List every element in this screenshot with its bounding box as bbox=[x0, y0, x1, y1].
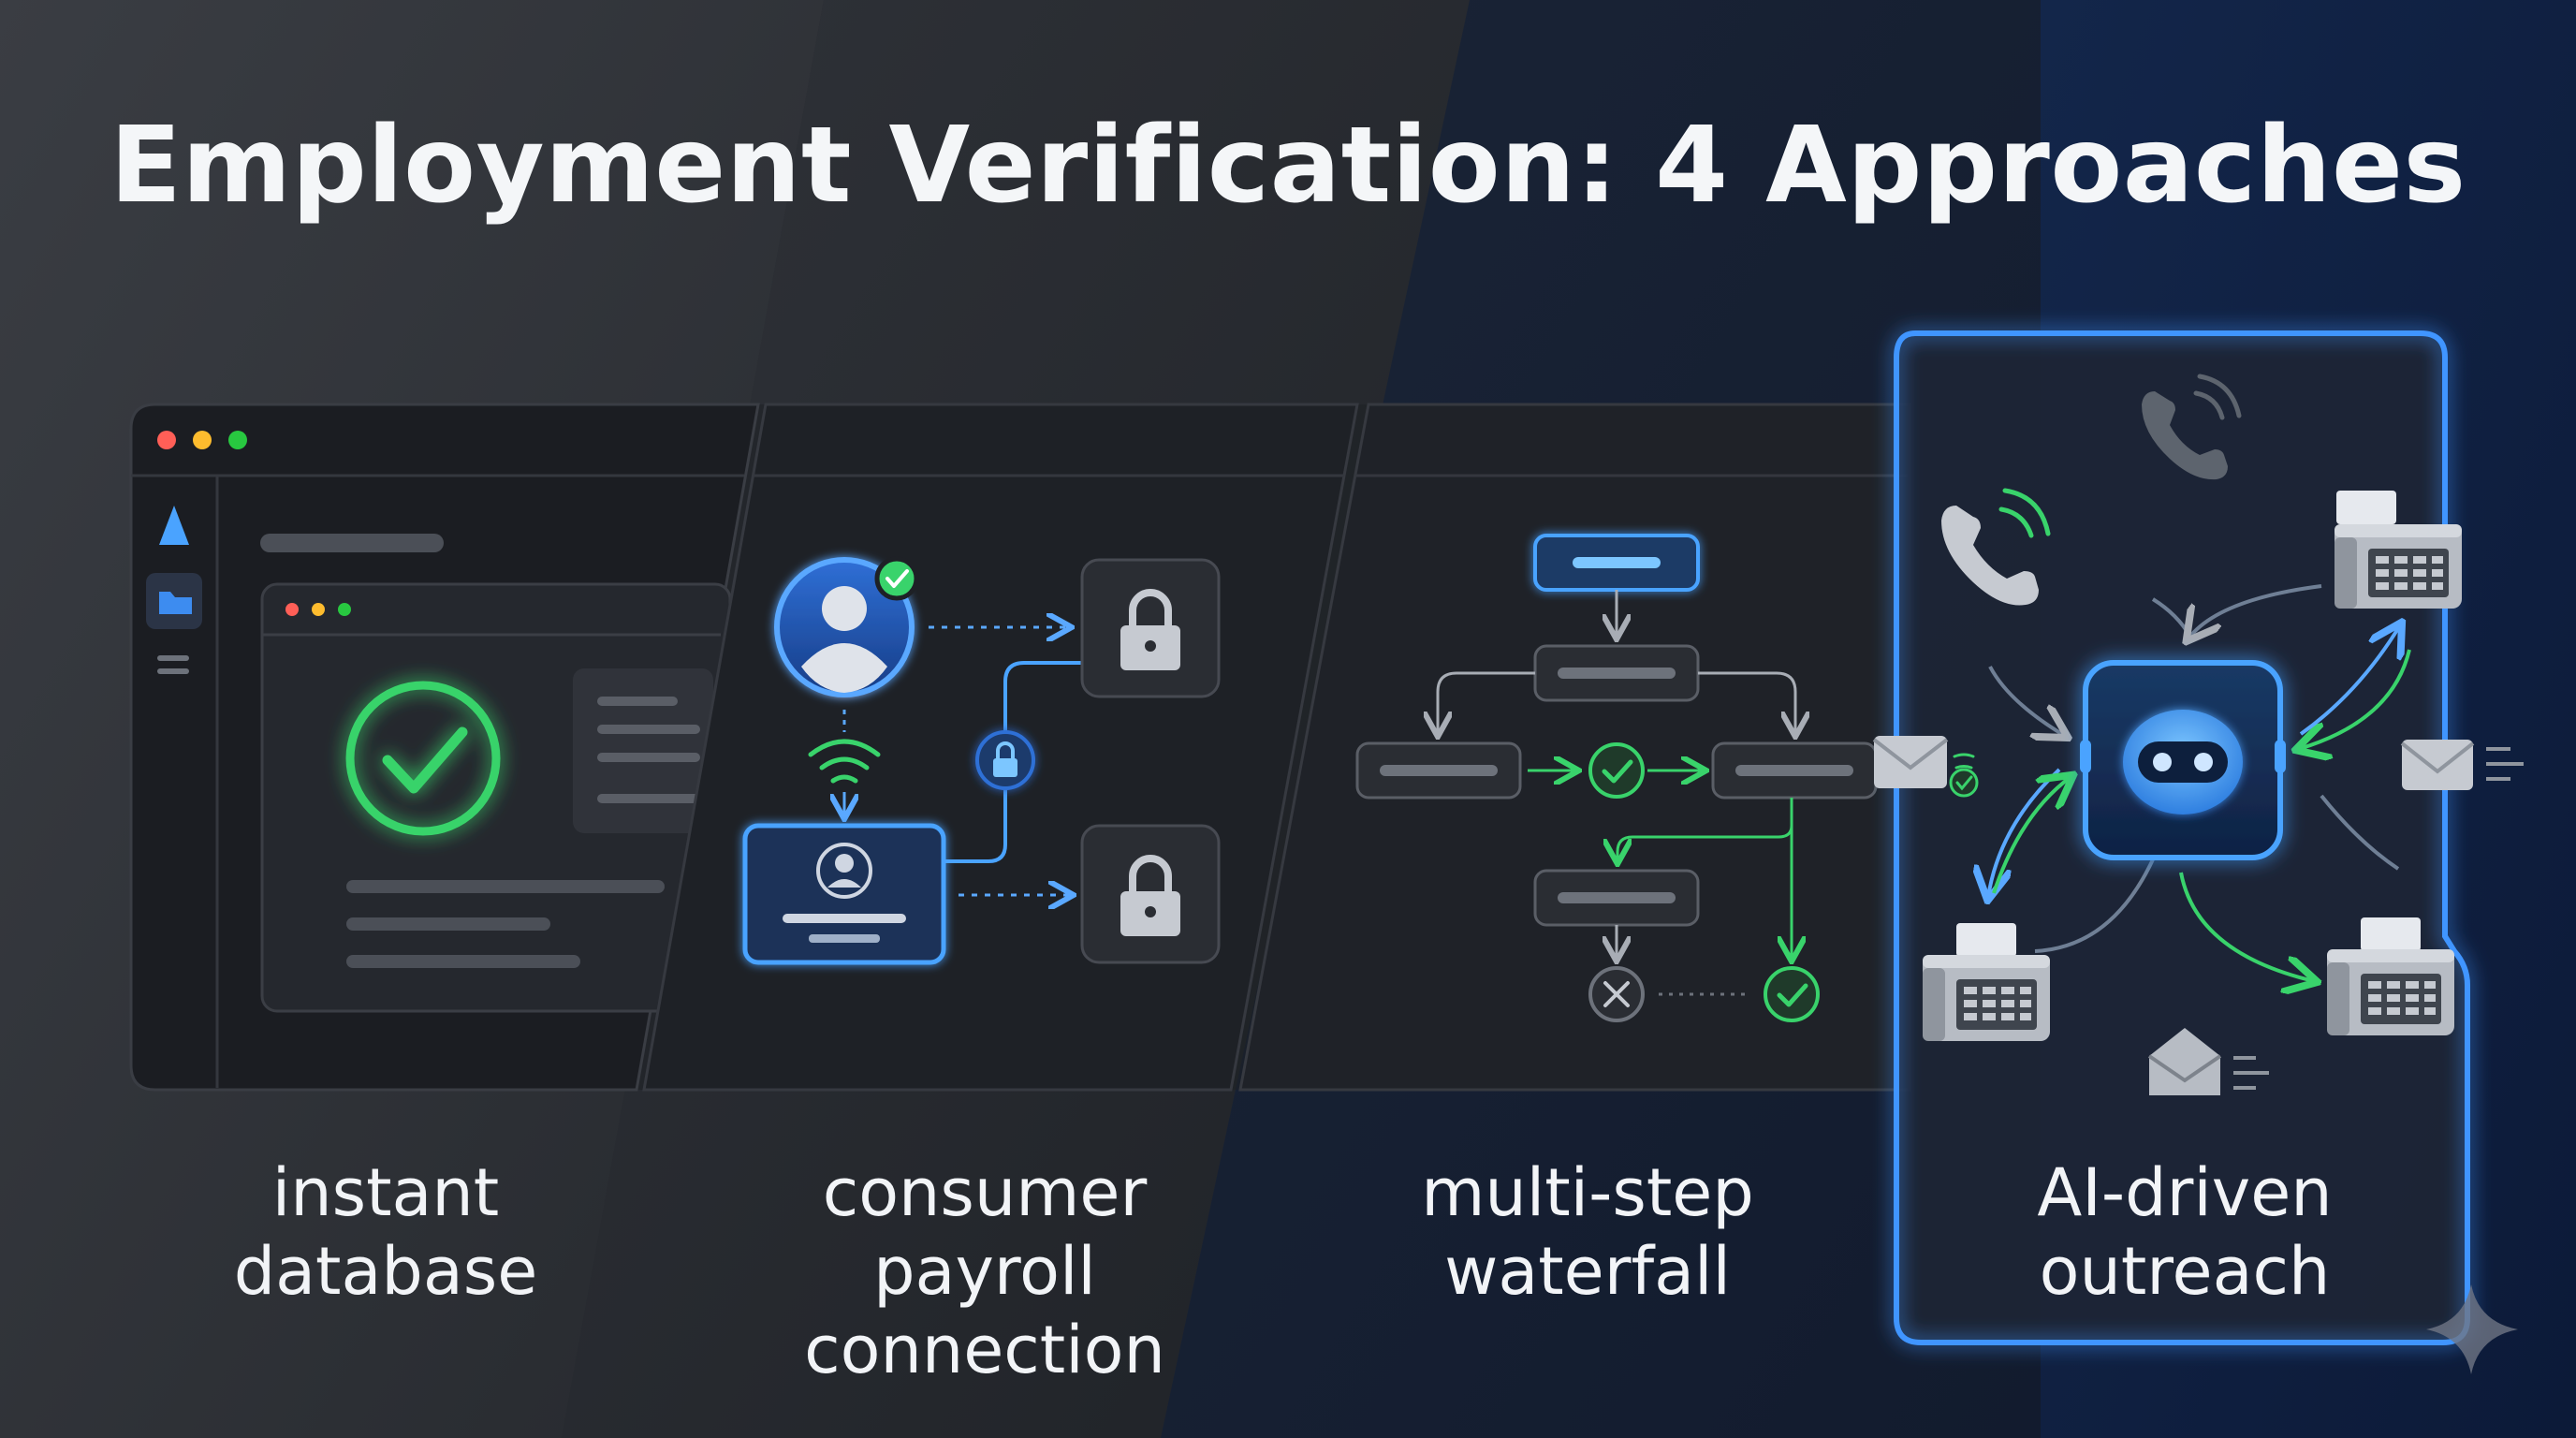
wireless-signal-icon bbox=[808, 739, 881, 784]
caption-consumer-payroll: consumer payroll connection bbox=[723, 1153, 1247, 1389]
window-close-dot bbox=[157, 431, 176, 449]
fax-machine-icon-bottom-left bbox=[1923, 923, 2050, 1041]
email-icon-right bbox=[2400, 740, 2524, 790]
secure-link-lock-icon bbox=[975, 730, 1035, 790]
user-avatar-icon bbox=[774, 557, 915, 697]
locked-payroll-a-icon bbox=[1080, 558, 1221, 698]
panel-multi-step-waterfall bbox=[1238, 403, 1911, 1092]
fax-machine-icon-top-right bbox=[2334, 491, 2462, 609]
email-verification-icon bbox=[1872, 736, 1979, 798]
verified-check-icon bbox=[874, 556, 919, 601]
page-title: Employment Verification: 4 Approaches bbox=[110, 105, 2466, 227]
phone-call-icon-left bbox=[1941, 488, 2051, 606]
caption-line-2: connection bbox=[804, 1312, 1165, 1388]
employee-id-card-icon bbox=[742, 823, 946, 965]
caption-line-2: outreach bbox=[2039, 1233, 2331, 1310]
email-open-icon-bottom bbox=[2147, 1028, 2269, 1095]
caption-line-1: multi-step bbox=[1421, 1154, 1754, 1231]
panel-instant-database bbox=[129, 403, 760, 1092]
flow-fail-x-icon bbox=[1588, 966, 1645, 1022]
flow-final-check-icon bbox=[1764, 966, 1820, 1022]
caption-line-1: instant bbox=[271, 1154, 500, 1231]
sparkle-icon bbox=[2426, 1284, 2518, 1374]
robot-icon bbox=[2080, 660, 2286, 860]
panel-ai-outreach bbox=[1894, 330, 2524, 1345]
database-check-icon bbox=[345, 681, 501, 836]
fax-machine-icon-bottom-right bbox=[2327, 917, 2454, 1035]
caption-line-1: consumer payroll bbox=[822, 1154, 1148, 1310]
panel-consumer-payroll bbox=[642, 403, 1359, 1092]
app-logo-icon bbox=[159, 506, 189, 545]
caption-line-1: AI-driven bbox=[2037, 1154, 2333, 1231]
caption-ai-outreach: AI-driven outreach bbox=[1923, 1153, 2447, 1311]
folder-icon bbox=[159, 592, 192, 614]
caption-multi-step-waterfall: multi-step waterfall bbox=[1325, 1153, 1850, 1311]
caption-line-2: waterfall bbox=[1444, 1233, 1731, 1310]
flow-success-check-icon bbox=[1588, 742, 1645, 799]
caption-instant-database: instant database bbox=[124, 1153, 648, 1311]
window-maximize-dot bbox=[228, 431, 247, 449]
caption-line-2: database bbox=[233, 1233, 538, 1310]
window-minimize-dot bbox=[193, 431, 212, 449]
phone-call-icon-top bbox=[2142, 374, 2242, 480]
locked-payroll-b-icon bbox=[1080, 824, 1221, 964]
flowchart-icon bbox=[1355, 534, 1878, 1022]
